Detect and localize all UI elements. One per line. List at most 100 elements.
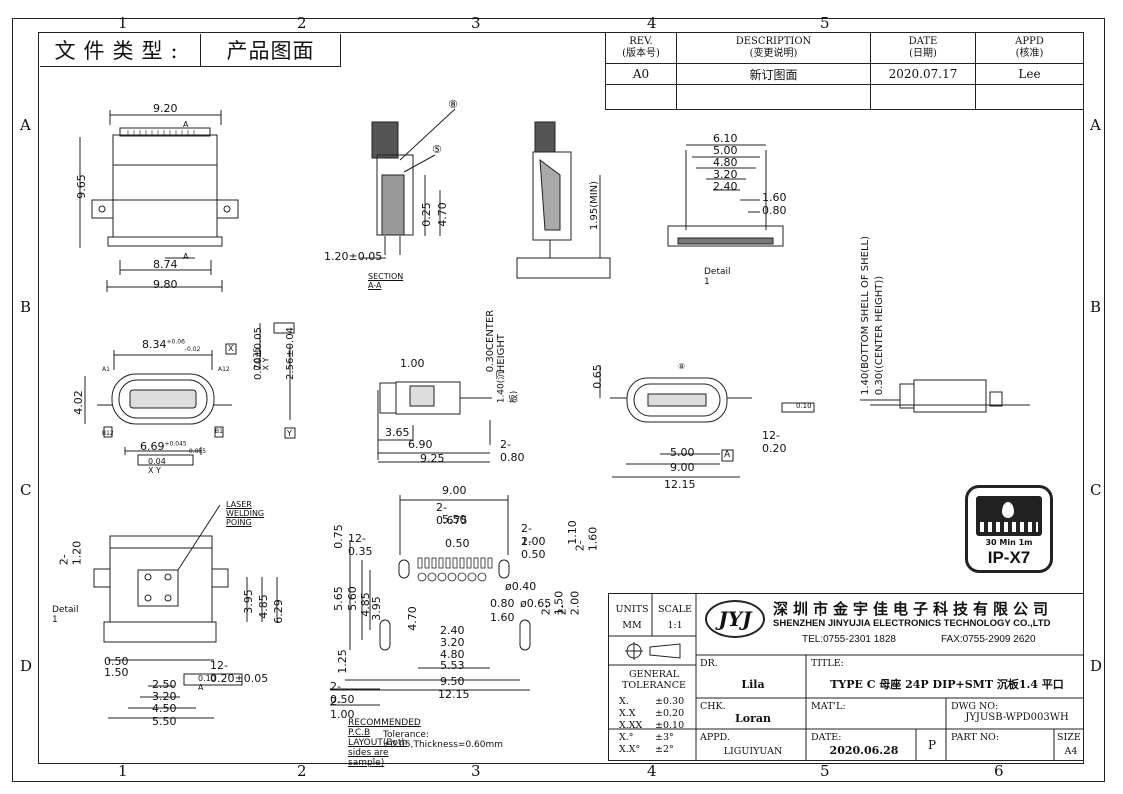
dim-3-20: 3.20 bbox=[713, 168, 738, 181]
pcb-dim-12-0-35: 12-0.35 bbox=[348, 532, 373, 558]
right-side-view bbox=[860, 379, 1030, 413]
rev-header-date: DATE(日期) bbox=[870, 32, 976, 64]
zone-col-1: 1 bbox=[118, 762, 128, 780]
pin-b12: B12 bbox=[102, 430, 114, 437]
zone-row-a-right: A bbox=[1090, 116, 1101, 134]
revision-row: A0 新订图面 2020.07.17 Lee bbox=[605, 63, 1084, 85]
callout-8-front: ⑧ bbox=[678, 362, 686, 371]
title-block-lines bbox=[608, 593, 1084, 761]
tol-val-4: ±3° bbox=[655, 732, 674, 743]
section-marker-a-bottom: A bbox=[183, 252, 189, 261]
dim-8-74: 8.74 bbox=[153, 258, 178, 271]
gtol-0-04: 0.04 X Y bbox=[148, 457, 166, 475]
tol-row-2: X.X bbox=[619, 708, 636, 719]
sink-label: 1.40(沉板) bbox=[496, 370, 520, 404]
detail-1-view bbox=[667, 144, 784, 247]
tol-row-3: X.XX bbox=[619, 720, 643, 731]
pcb-layout-label: RECOMMENDED P.C.B LAYOUT(Both sides are … bbox=[348, 718, 421, 768]
pcb-dim-2-1-00-b: 2-1.00 bbox=[330, 695, 355, 721]
document-type-header: 文件类型: 产品图面 bbox=[40, 34, 341, 67]
pcb-dim-5-65: 5.65 bbox=[331, 586, 345, 611]
dim-3-65: 3.65 bbox=[385, 426, 410, 439]
detail-1-label: Detail 1 bbox=[704, 267, 731, 287]
dim-1-60: 1.60 bbox=[762, 191, 787, 204]
dim-5-00: 5.00 bbox=[713, 144, 738, 157]
rev-header-appd: APPD(核准) bbox=[975, 32, 1084, 64]
pcb-layout-view bbox=[330, 495, 531, 706]
company-tel: TEL:0755-2301 1828 bbox=[802, 634, 896, 645]
datum-a: A bbox=[724, 450, 731, 460]
dim-2-1-20: 2-1.20 bbox=[57, 540, 84, 566]
zone-row-c: C bbox=[20, 481, 32, 499]
pcb-dim-12-15: 12.15 bbox=[438, 688, 470, 701]
dim-3-95: 3.95 bbox=[241, 589, 255, 614]
dim-2-50: 2.50 bbox=[152, 678, 177, 691]
water-drop-icon bbox=[976, 496, 1042, 536]
units-label: UNITS bbox=[615, 604, 649, 615]
pin-a1: A1 bbox=[102, 366, 110, 373]
zone-row-d: D bbox=[20, 657, 33, 675]
title-block: UNITS MM SCALE 1:1 JYJ 深圳市金宇佳电子科技有限公司 SH… bbox=[608, 593, 1084, 761]
dim-1-00: 1.00 bbox=[400, 357, 425, 370]
document-type-label: 文件类型: bbox=[40, 34, 201, 66]
pin-a12: A12 bbox=[218, 366, 230, 373]
pcb-dim-2-0-50-b: 2-0.50 bbox=[330, 680, 355, 706]
zone-col-5-top: 5 bbox=[820, 14, 830, 32]
tol-val-3: ±0.10 bbox=[655, 720, 685, 731]
pcb-dim-4-80: 4.80 bbox=[440, 648, 465, 661]
outer-frame bbox=[12, 18, 1105, 782]
top-view bbox=[79, 110, 239, 292]
dim-6-10: 6.10 bbox=[713, 132, 738, 145]
dim-9-00-front: 9.00 bbox=[670, 461, 695, 474]
dim-2-0-80: 2-0.80 bbox=[500, 438, 525, 464]
pcb-dim-2-1-60: 2-1.60 bbox=[573, 526, 600, 552]
pcb-dim-1-25: 1.25 bbox=[335, 649, 349, 674]
appd-label: APPD. bbox=[700, 732, 730, 743]
appd-value: LIGUIYUAN bbox=[723, 746, 783, 757]
ip-badge-rating: IP-X7 bbox=[987, 548, 1031, 567]
side-view bbox=[516, 121, 611, 279]
rev-header-rev: REV.(版本号) bbox=[605, 32, 677, 64]
dr-label: DR. bbox=[700, 658, 718, 669]
pcb-dim-9-50: 9.50 bbox=[440, 675, 465, 688]
dim-1-95: 1.95(MIN) bbox=[589, 180, 601, 231]
ip-badge-depth: 30 Min 1m bbox=[985, 538, 1033, 547]
general-tolerance-label: GENERAL TOLERANCE bbox=[622, 669, 686, 691]
dim-3-20-bottom: 3.20 bbox=[152, 690, 177, 703]
zone-row-c-right: C bbox=[1090, 481, 1102, 499]
dim-0-50: 0.50 bbox=[104, 655, 129, 668]
inner-frame bbox=[38, 32, 1084, 764]
chk-value: Loran bbox=[735, 712, 771, 725]
pcb-dim-2-2-00: 2-2.00 bbox=[555, 590, 582, 616]
tol-val-1: ±0.30 bbox=[655, 696, 685, 707]
callout-5: ⑤ bbox=[432, 143, 442, 156]
pcb-dim-5-60: 5.60 bbox=[345, 586, 359, 611]
datum-y: Y bbox=[287, 429, 292, 438]
detail-1-label-bottom: Detail 1 bbox=[52, 605, 79, 625]
section-marker-a: A bbox=[183, 120, 189, 129]
dim-4-70: 4.70 bbox=[435, 202, 449, 227]
zone-col-6: 6 bbox=[994, 762, 1004, 780]
revision-table: REV.(版本号) DESCRIPTION(变更说明) DATE(日期) APP… bbox=[605, 32, 1084, 110]
part-no-label: PART NO: bbox=[951, 732, 1000, 743]
dim-6-29: 6.29 bbox=[271, 599, 285, 624]
rev-description: 新订图面 bbox=[676, 63, 871, 85]
tol-val-5: ±2° bbox=[655, 744, 674, 755]
bottom-shell-label: 1.40(BOTTOM SHELL OF SHELL) bbox=[859, 236, 871, 395]
pcb-dim-4-70: 4.70 bbox=[405, 606, 419, 631]
dim-0-80: 0.80 bbox=[762, 204, 787, 217]
pcb-dim-dia-0-40: ø0.40 bbox=[505, 580, 537, 593]
dim-6-90: 6.90 bbox=[408, 438, 433, 451]
tol-row-5: X.X° bbox=[619, 744, 641, 755]
scale-label: SCALE bbox=[658, 604, 692, 615]
dwg-label: DWG NO: bbox=[951, 701, 999, 712]
tol-row-4: X.° bbox=[619, 732, 634, 743]
company-name-cn: 深圳市金宇佳电子科技有限公司 bbox=[773, 600, 1054, 618]
company-fax: FAX:0755-2909 2620 bbox=[941, 634, 1036, 645]
rev-date: 2020.07.17 bbox=[870, 63, 976, 85]
dim-9-25: 9.25 bbox=[420, 452, 445, 465]
zone-col-3: 3 bbox=[471, 762, 481, 780]
laser-welding-label: LASER WELDING POING bbox=[226, 500, 265, 527]
section-label: SECTION A-A bbox=[368, 272, 404, 290]
